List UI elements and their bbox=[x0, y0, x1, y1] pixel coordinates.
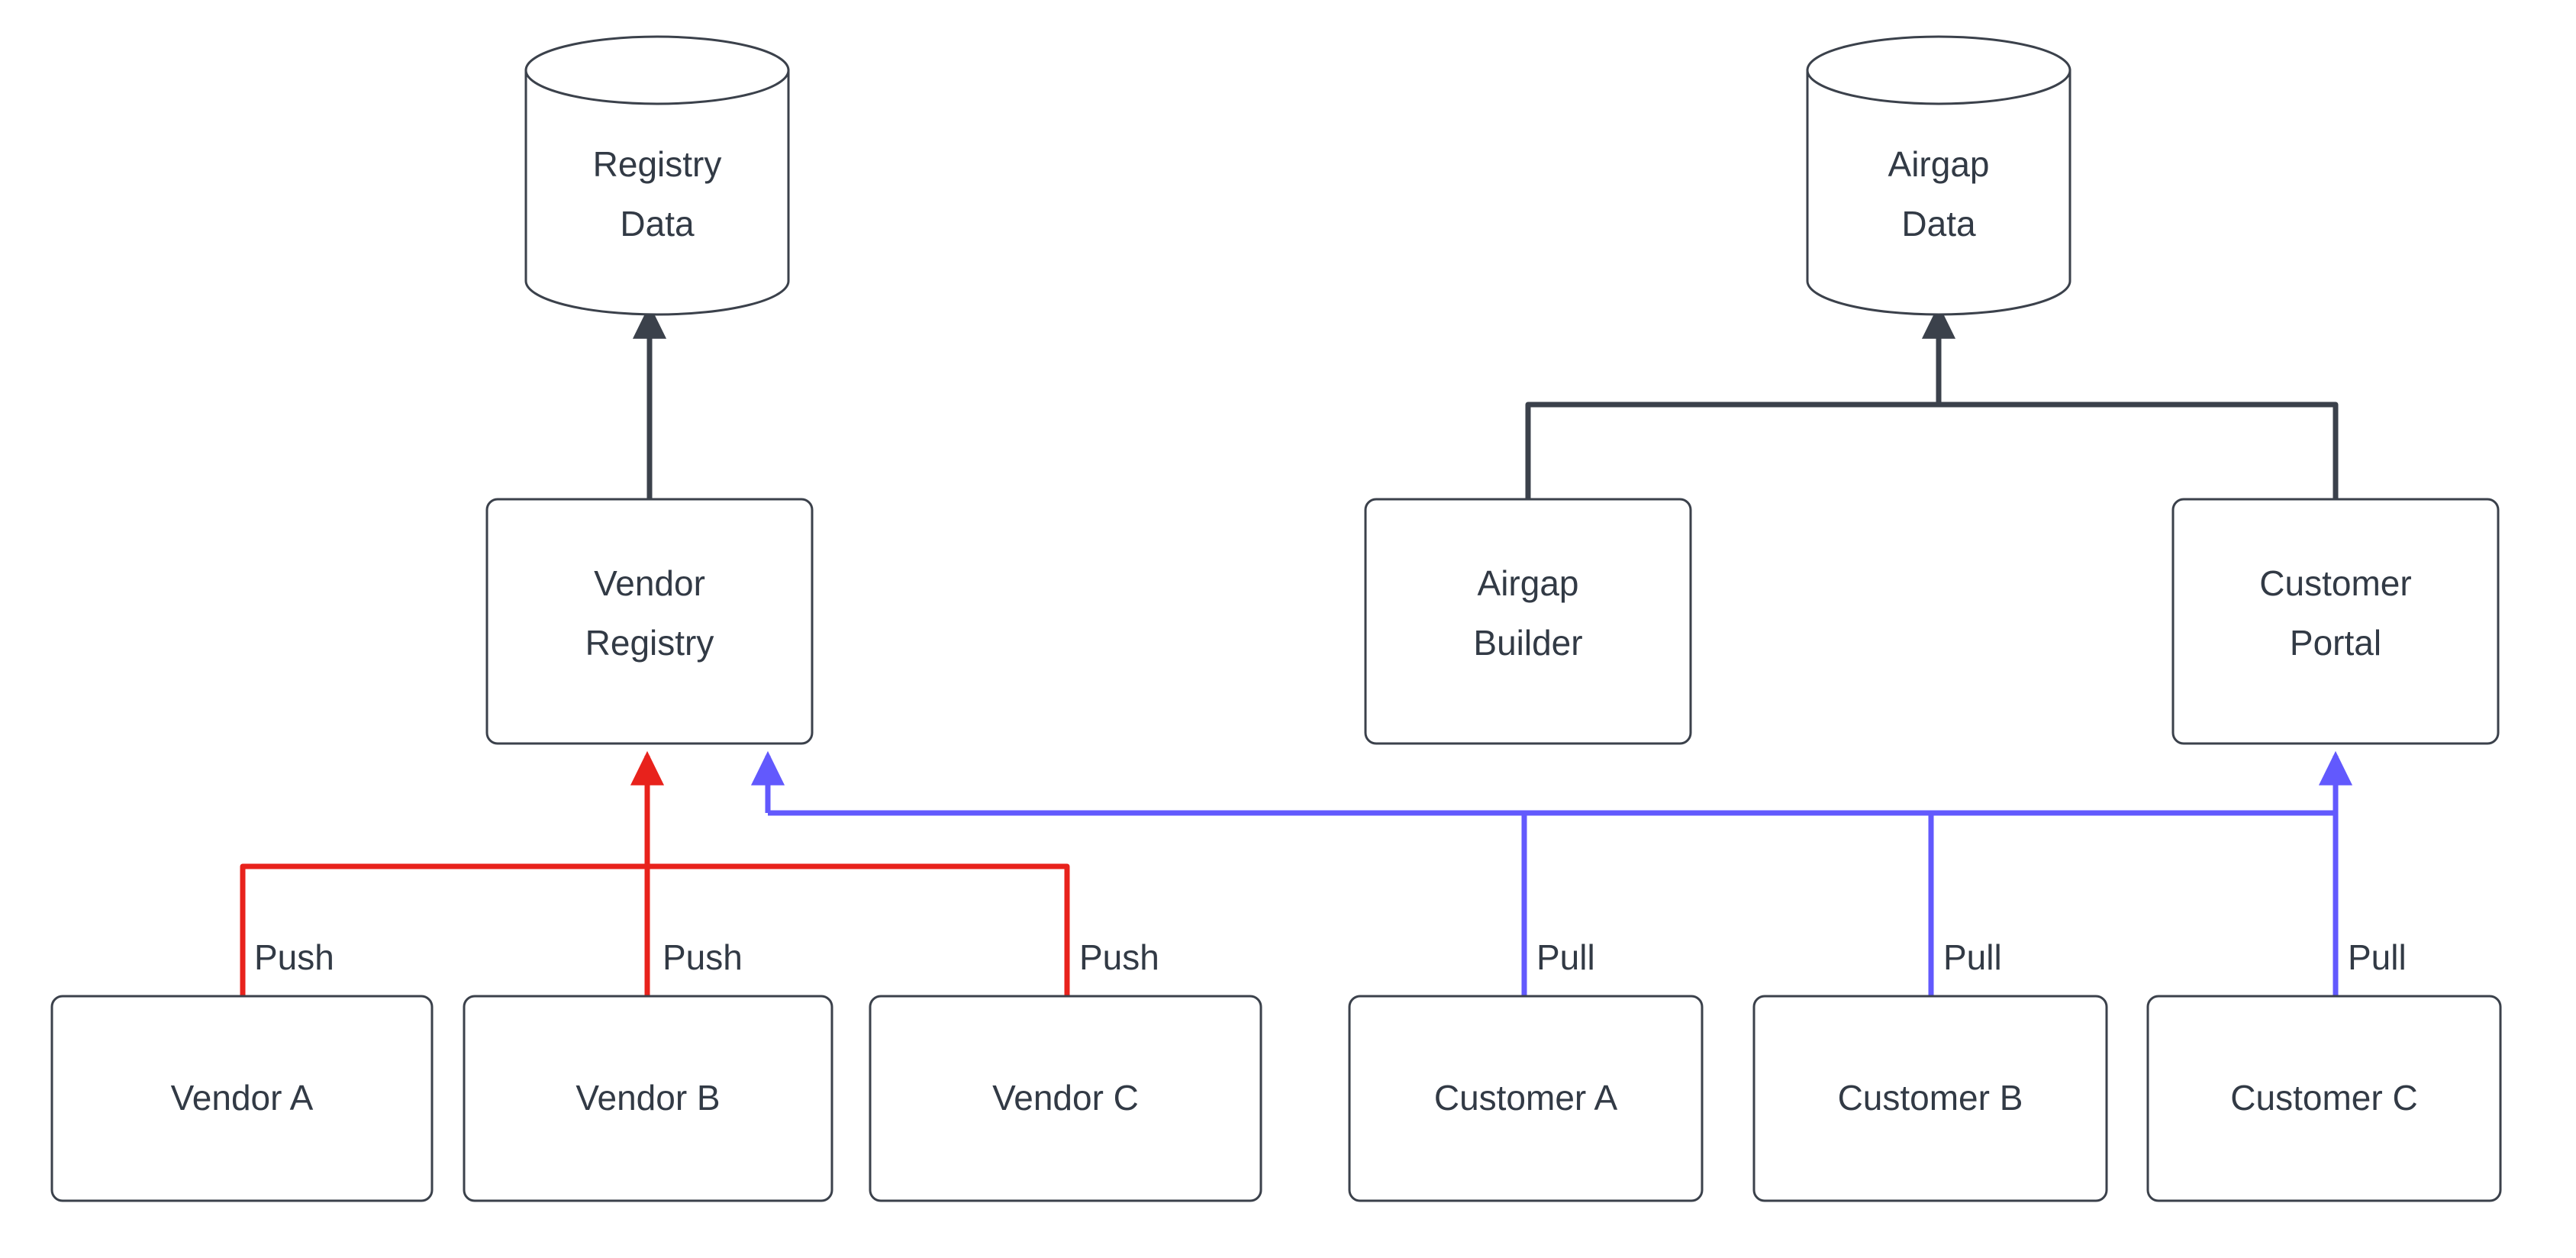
airgap-data-cylinder-body bbox=[1806, 69, 2071, 316]
airgap-builder-label-line1: Airgap bbox=[1478, 563, 1579, 603]
registry-data-label-line1: Registry bbox=[593, 144, 722, 184]
airgap-builder-label-line2: Builder bbox=[1473, 623, 1582, 663]
airgap-data-label-line2: Data bbox=[1901, 204, 1976, 244]
edge-push-vendor-c bbox=[647, 863, 1070, 996]
vendor-b-label: Vendor B bbox=[575, 1078, 720, 1118]
customer-c-box bbox=[2146, 995, 2502, 1202]
edge-label-push-vendor-b: Push bbox=[663, 937, 743, 977]
vendor-registry-label-line2: Registry bbox=[585, 623, 714, 663]
customer-a-label: Customer A bbox=[1434, 1078, 1618, 1118]
node-airgap-builder[interactable]: Airgap Builder bbox=[1364, 498, 1692, 745]
customer-portal-label-line2: Portal bbox=[2290, 623, 2381, 663]
airgap-builder-box bbox=[1364, 498, 1692, 745]
node-airgap-data[interactable]: Airgap Data bbox=[1806, 35, 2071, 316]
customer-b-box bbox=[1752, 995, 2108, 1202]
node-customer-b[interactable]: Customer B bbox=[1752, 995, 2108, 1202]
node-registry-data[interactable]: Registry Data bbox=[524, 35, 790, 316]
node-vendor-registry[interactable]: Vendor Registry bbox=[485, 498, 814, 745]
registry-data-cylinder-top bbox=[524, 35, 790, 105]
edge-pull-customer-b bbox=[768, 810, 1934, 996]
registry-data-label-line2: Data bbox=[620, 204, 695, 244]
registry-data-cylinder-body bbox=[524, 69, 790, 316]
node-customer-c[interactable]: Customer C bbox=[2146, 995, 2502, 1202]
vendor-registry-box bbox=[485, 498, 814, 745]
edge-label-pull-customer-b: Pull bbox=[1943, 937, 2002, 977]
airgap-data-cylinder-top bbox=[1806, 35, 2071, 105]
node-vendor-b[interactable]: Vendor B bbox=[463, 995, 833, 1202]
edge-label-pull-customer-c: Pull bbox=[2348, 937, 2407, 977]
customer-b-label: Customer B bbox=[1838, 1078, 2023, 1118]
vendor-registry-label-line1: Vendor bbox=[594, 563, 705, 603]
node-vendor-c[interactable]: Vendor C bbox=[869, 995, 1262, 1202]
vendor-b-box bbox=[463, 995, 833, 1202]
customer-portal-label-line1: Customer bbox=[2259, 563, 2411, 603]
customer-c-label: Customer C bbox=[2230, 1078, 2417, 1118]
node-customer-a[interactable]: Customer A bbox=[1348, 995, 1704, 1202]
edge-airgap-builder-to-airgap-data bbox=[1525, 402, 1939, 500]
edge-push-vendor-a bbox=[240, 863, 647, 996]
vendor-a-label: Vendor A bbox=[171, 1078, 314, 1118]
node-customer-portal[interactable]: Customer Portal bbox=[2171, 498, 2500, 745]
airgap-data-label-line1: Airgap bbox=[1888, 144, 1990, 184]
node-vendor-a[interactable]: Vendor A bbox=[50, 995, 434, 1202]
edge-label-push-vendor-a: Push bbox=[254, 937, 334, 977]
edge-label-pull-customer-a: Pull bbox=[1536, 937, 1595, 977]
edge-label-push-vendor-c: Push bbox=[1079, 937, 1159, 977]
customer-a-box bbox=[1348, 995, 1704, 1202]
customer-portal-box bbox=[2171, 498, 2500, 745]
vendor-c-label: Vendor C bbox=[992, 1078, 1139, 1118]
edge-customer-portal-to-airgap-data bbox=[1939, 402, 2339, 500]
vendor-a-box bbox=[50, 995, 434, 1202]
vendor-c-box bbox=[869, 995, 1262, 1202]
